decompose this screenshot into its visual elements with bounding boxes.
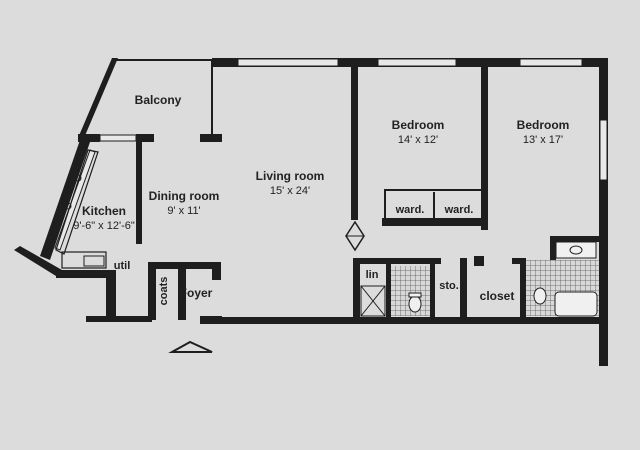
entry-arrow [168,340,213,353]
bedroom-2-label: Bedroom [517,118,570,132]
bedroom-2-size: 13' x 17' [523,134,563,146]
bedroom-1-label: Bedroom [392,118,445,132]
bathroom-right [526,241,599,317]
bathroom-left [360,266,430,317]
wardrobe-2-label: ward. [444,204,474,216]
dining-room-size: 9' x 11' [167,205,200,217]
dining-room-label: Dining room [149,189,220,203]
storage-label: sto. [439,280,459,292]
interior-walls [345,60,600,320]
kitchen-label: Kitchen [82,204,126,218]
balcony-label: Balcony [135,93,182,107]
linen-closet-label: lin [366,269,379,281]
util-label: util [114,260,131,272]
closet-label: closet [480,289,515,303]
kitchen-size: 9'-6" x 12'-6" [73,220,135,232]
coats-label: coats [158,277,170,306]
windows [99,58,608,181]
living-room-label: Living room [256,169,325,183]
bedroom-1-size: 14' x 12' [398,134,438,146]
kitchen-counter [55,149,107,269]
foyer-label: Foyer [180,286,213,300]
wardrobe-1-label: ward. [395,204,425,216]
living-room-size: 15' x 24' [270,185,310,197]
